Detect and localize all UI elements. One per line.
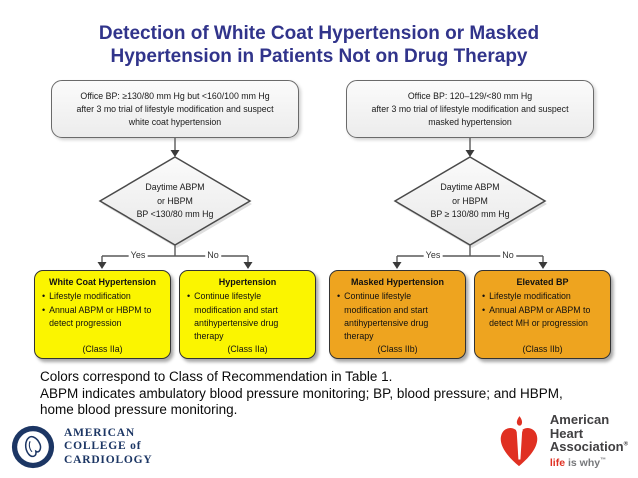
outcome-masked-hypertension: Masked Hypertension •Continue lifestyle … [329,270,466,360]
bullet-icon: • [482,304,486,315]
decision-line: or HBPM [452,195,488,206]
no-branch-label: No [205,250,221,261]
page-title-line2: Hypertension in Patients Not on Drug The… [110,46,528,68]
flowchart-white-coat-arm: Office BP: ≥130/80 mm Hg but <160/100 mm… [34,80,316,360]
class-of-recommendation-label: (Class IIa) [227,344,268,355]
outcome-bullet: •Lifestyle modification [479,290,606,303]
outcome-bullet: •Annual ABPM or ABPM to detect MH or pro… [479,304,606,330]
page-title: Detection of White Coat Hypertension or … [0,0,638,68]
flowcharts-row: Office BP: ≥130/80 mm Hg but <160/100 mm… [0,68,638,360]
start-box-masked: Office BP: 120–129/<80 mm Hg after 3 mo … [346,80,594,139]
arrow-down-icon [97,262,107,270]
yes-branch-label: Yes [128,250,148,261]
outcomes-row: White Coat Hypertension •Lifestyle modif… [34,270,316,360]
arrow-down-icon [465,150,475,158]
aha-heart-torch-icon [500,416,538,467]
start-box-white-coat: Office BP: ≥130/80 mm Hg but <160/100 mm… [51,80,299,139]
arrow-down-icon [243,262,253,270]
outcome-title: Hypertension [218,277,277,288]
outcome-bullet: •Continue lifestyle modification and sta… [184,290,311,343]
flow-connector-lines [97,138,253,270]
class-of-recommendation-label: (Class IIb) [377,344,418,355]
acc-logo-text: AMERICAN COLLEGE of CARDIOLOGY [64,427,153,468]
outcome-elevated-bp: Elevated BP •Lifestyle modification •Ann… [474,270,611,360]
aha-tagline: life is why™ [549,456,607,469]
decision-area-masked: Daytime ABPM or HBPM BP ≥ 130/80 mm Hg Y… [329,138,611,270]
aha-logo-line: Association® [549,439,628,455]
trademark-mark: ™ [600,457,607,464]
outcome-hypertension: Hypertension •Continue lifestyle modific… [179,270,316,360]
page-title-line1: Detection of White Coat Hypertension or … [98,23,540,44]
decision-line: Daytime ABPM [145,181,205,192]
decision-line: BP <130/80 mm Hg [136,209,214,220]
flow-connector-lines [392,138,548,270]
decision-diamond-white-coat: Daytime ABPM or HBPM BP <130/80 mm Hg [100,157,250,245]
decision-area-white-coat: Daytime ABPM or HBPM BP <130/80 mm Hg Ye… [34,138,316,270]
aha-logo-line: Heart [549,425,584,441]
start-box-line: white coat hypertension [128,116,222,127]
footnote-line: ABPM indicates ambulatory blood pressure… [40,385,563,401]
decision-line: BP ≥ 130/80 mm Hg [430,209,510,220]
footnote: Colors correspond to Class of Recommenda… [40,369,638,418]
yes-branch-label: Yes [423,250,443,261]
outcome-title: Masked Hypertension [350,277,445,288]
start-box-line: Office BP: 120–129/<80 mm Hg [407,90,533,101]
aha-logo-line: American [549,412,610,427]
arrow-down-icon [392,262,402,270]
aha-logo: American Heart Association® life is why™ [494,413,628,471]
decision-line: or HBPM [157,195,193,206]
aha-logo-text-block: American Heart Association® life is why™ [550,413,628,469]
acc-seal-icon [11,425,55,469]
bullet-icon: • [42,304,46,315]
outcomes-row: Masked Hypertension •Continue lifestyle … [329,270,611,360]
aha-logo-text: American Heart Association® [550,413,628,454]
no-branch-label: No [500,250,516,261]
outcome-title: White Coat Hypertension [48,277,156,288]
bullet-icon: • [42,291,46,302]
start-box-line: masked hypertension [428,116,512,127]
outcome-white-coat-hypertension: White Coat Hypertension •Lifestyle modif… [34,270,171,360]
start-box-line: after 3 mo trial of lifestyle modificati… [76,103,274,114]
footnote-line: home blood pressure monitoring. [40,402,238,418]
outcome-bullet: •Annual ABPM or HBPM to detect progressi… [39,304,166,330]
class-of-recommendation-label: (Class IIa) [82,344,123,355]
decision-diamond-masked: Daytime ABPM or HBPM BP ≥ 130/80 mm Hg [395,157,545,245]
footnote-line: Colors correspond to Class of Recommenda… [40,369,393,385]
arrow-down-icon [538,262,548,270]
start-box-line: after 3 mo trial of lifestyle modificati… [371,103,569,114]
bullet-icon: • [337,291,341,302]
bullet-icon: • [187,291,191,302]
acc-logo-line: AMERICAN [64,426,135,439]
outcome-title: Elevated BP [516,277,569,288]
acc-logo-line: COLLEGE of [64,440,142,453]
decision-line: Daytime ABPM [440,181,500,192]
start-box-line: Office BP: ≥130/80 mm Hg but <160/100 mm… [80,90,270,101]
acc-logo: AMERICAN COLLEGE of CARDIOLOGY [10,424,153,470]
outcome-bullet: •Lifestyle modification [39,290,166,303]
class-of-recommendation-label: (Class IIb) [522,344,563,355]
acc-logo-line: CARDIOLOGY [64,453,153,466]
outcome-bullet: •Continue lifestyle modification and sta… [334,290,461,343]
registered-mark: ® [623,441,628,448]
flowchart-masked-arm: Office BP: 120–129/<80 mm Hg after 3 mo … [329,80,611,360]
arrow-down-icon [170,150,180,158]
bullet-icon: • [482,291,486,302]
